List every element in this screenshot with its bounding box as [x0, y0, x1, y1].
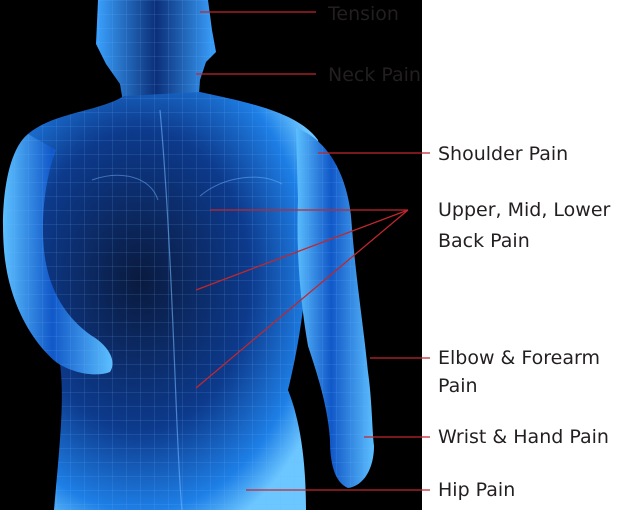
label-tension: Tension	[328, 2, 399, 26]
label-shoulder-pain: Shoulder Pain	[438, 142, 568, 166]
label-neck-pain: Neck Pain	[328, 63, 421, 87]
label-back-pain-line2: Back Pain	[438, 229, 530, 253]
label-wrist-hand-pain: Wrist & Hand Pain	[438, 425, 609, 449]
label-elbow-pain-line2: Pain	[438, 374, 478, 398]
label-elbow-pain-line1: Elbow & Forearm	[438, 346, 600, 370]
label-hip-pain: Hip Pain	[438, 478, 515, 502]
label-back-pain-line1: Upper, Mid, Lower	[438, 198, 610, 222]
